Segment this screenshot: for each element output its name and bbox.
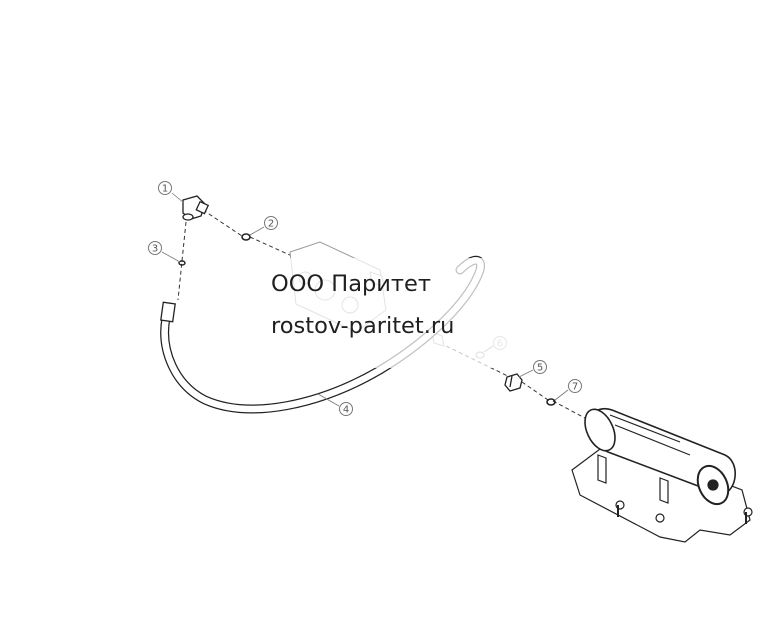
watermark-backdrop: [248, 258, 532, 368]
callout-7: 7: [568, 379, 582, 393]
adapter-fitting-part: [504, 373, 523, 392]
callout-2-number: 2: [268, 219, 274, 230]
callout-1: 1: [158, 181, 172, 195]
watermark-website: rostov-paritet.ru: [271, 313, 455, 339]
callout-7-number: 7: [572, 382, 578, 393]
callout-3-number: 3: [152, 244, 158, 255]
callout-4-number: 4: [343, 405, 349, 416]
electric-motor-assembly: [571, 408, 753, 543]
o-ring-part-3: [178, 260, 186, 266]
elbow-fitting-part: [182, 195, 210, 221]
callout-1-number: 1: [162, 184, 168, 195]
callout-5: 5: [533, 360, 547, 374]
callout-4: 4: [339, 402, 353, 416]
callout-3: 3: [148, 241, 162, 255]
callout-leaders: [161, 192, 569, 407]
watermark-company-name: ООО Паритет: [271, 271, 431, 297]
callout-2: 2: [264, 216, 278, 230]
o-ring-part-2: [241, 233, 251, 241]
callout-5-number: 5: [537, 363, 543, 374]
o-ring-part-7: [546, 398, 556, 406]
